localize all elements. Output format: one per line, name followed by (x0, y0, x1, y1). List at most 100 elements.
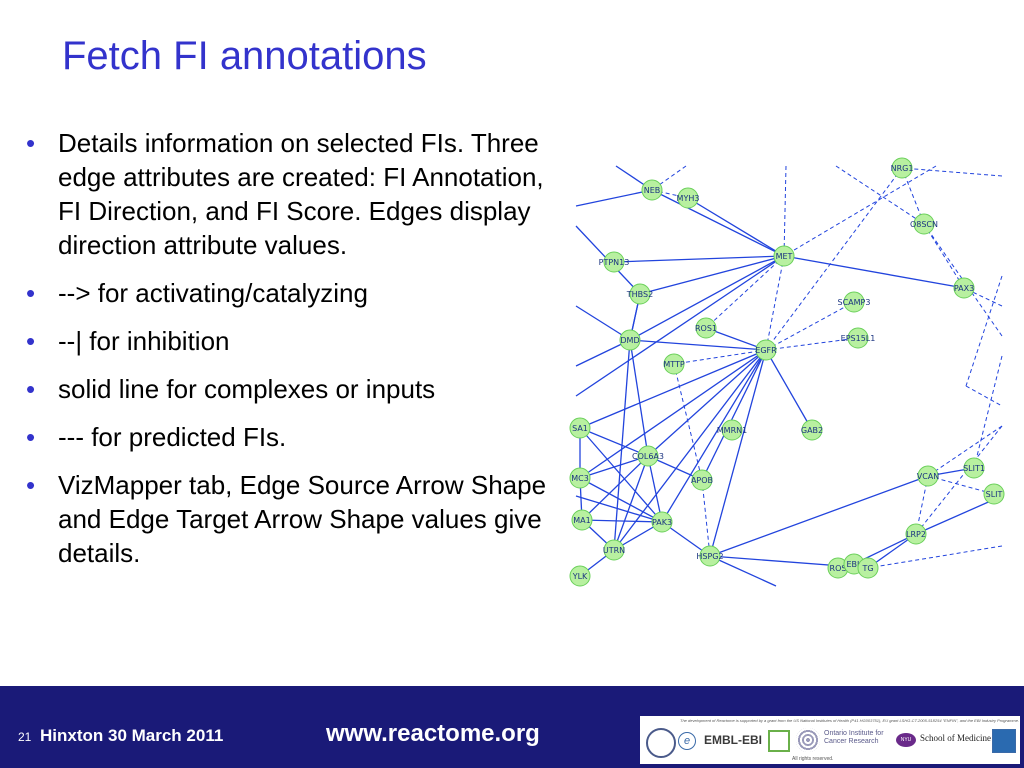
network-edge (579, 427, 663, 523)
footer-bar: 21 Hinxton 30 March 2011 www.reactome.or… (0, 686, 1024, 768)
network-edge (765, 301, 855, 351)
network-edge (765, 337, 859, 351)
embl-ebi-mark-icon (768, 730, 790, 752)
svg-text:SLIT: SLIT (986, 490, 1003, 499)
network-node-mmrn1: MMRN1 (717, 419, 747, 441)
svg-text:LRP2: LRP2 (906, 530, 926, 539)
sponsor-logo-strip: The development of Reactome is supported… (640, 716, 1020, 764)
network-node-ma1: MA1 (571, 509, 593, 531)
network-edge (651, 189, 785, 257)
network-node-myh3: MYH3 (677, 187, 700, 209)
network-node-slit: SLIT (983, 483, 1005, 505)
network-node-apob: APOB (691, 469, 713, 491)
network-edge (629, 339, 767, 351)
network-edge (765, 255, 785, 351)
nyu-school-of-medicine-logo: School of Medicine (920, 733, 991, 743)
network-node-nrg1: NRG1 (891, 157, 913, 179)
network-edge (705, 327, 767, 351)
enfin-logo-icon: e (678, 732, 696, 750)
svg-text:O8SCN: O8SCN (910, 220, 938, 229)
svg-text:PAK3: PAK3 (652, 518, 672, 527)
network-edge (709, 349, 767, 557)
network-node-slit1: SLIT1 (963, 457, 985, 479)
network-edge (765, 349, 813, 431)
network-edge (639, 255, 785, 295)
network-edge (973, 355, 1003, 469)
nih-logo-icon (646, 728, 676, 758)
svg-text:MA1: MA1 (573, 516, 590, 525)
oicr-logo: Ontario Institute for Cancer Research (824, 730, 884, 745)
network-edge (927, 425, 1003, 477)
network-edge (705, 255, 785, 329)
network-node-pax3: PAX3 (953, 277, 975, 299)
network-edge (701, 349, 767, 481)
svg-text:ROS: ROS (830, 564, 847, 573)
svg-text:EGFR: EGFR (755, 346, 777, 355)
svg-text:MET: MET (776, 252, 793, 261)
csh-logo-icon (992, 729, 1016, 753)
network-node-pak3: PAK3 (651, 511, 673, 533)
network-edge (687, 197, 785, 257)
svg-text:EBL: EBL (847, 560, 863, 569)
svg-text:PAX3: PAX3 (954, 284, 974, 293)
network-node-gab2: GAB2 (801, 419, 823, 441)
network-edge (575, 305, 631, 341)
network-edge (579, 349, 767, 429)
network-edge (673, 363, 703, 481)
network-node-hspg2: HSPG2 (696, 545, 724, 567)
svg-text:UTRN: UTRN (603, 546, 625, 555)
network-node-sa1: SA1 (569, 417, 591, 439)
network-edge (579, 427, 649, 457)
network-edge (709, 475, 929, 557)
oicr-mark-icon (796, 728, 820, 752)
svg-text:MTTP: MTTP (663, 360, 685, 369)
network-edge (923, 223, 965, 289)
network-edge (661, 349, 767, 523)
bullet-item: Details information on selected FIs. Thr… (22, 126, 567, 262)
network-edge (867, 545, 1003, 569)
network-edge (575, 495, 663, 523)
network-edge (613, 339, 631, 551)
slide-title: Fetch FI annotations (62, 34, 427, 78)
network-node-ptpn13: PTPN13 (599, 251, 629, 273)
network-node-ylk: YLK (569, 565, 591, 587)
network-edge (613, 349, 767, 551)
network-edge (647, 455, 663, 523)
footer-event-text: Hinxton 30 March 2011 (40, 726, 224, 745)
svg-text:NEB: NEB (644, 186, 661, 195)
svg-text:MMRN1: MMRN1 (717, 426, 747, 435)
network-edge (613, 455, 649, 551)
network-node-mttp: MTTP (663, 353, 685, 375)
network-edge (765, 167, 903, 351)
network-edge (835, 165, 925, 225)
funding-note: The development of Reactome is supported… (680, 718, 1020, 723)
network-edge (647, 349, 767, 457)
footer-url-link[interactable]: www.reactome.org (326, 720, 540, 747)
network-edge (629, 339, 649, 457)
network-edge (927, 475, 995, 495)
network-edge (579, 349, 767, 479)
svg-text:MC3: MC3 (571, 474, 589, 483)
network-node-mc3: MC3 (569, 467, 591, 489)
network-edge (581, 519, 663, 523)
svg-text:THBS2: THBS2 (626, 290, 653, 299)
network-edge (629, 255, 785, 341)
svg-text:SCAMP3: SCAMP3 (838, 298, 871, 307)
svg-text:MYH3: MYH3 (677, 194, 700, 203)
network-node-utrn: UTRN (603, 539, 625, 561)
network-node-eps15l1: EPS15L1 (841, 327, 875, 349)
svg-text:COL6A3: COL6A3 (632, 452, 664, 461)
network-edge (965, 385, 1003, 407)
svg-text:DMD: DMD (620, 336, 639, 345)
network-edge (575, 255, 785, 397)
network-node-tg: TG (857, 557, 879, 579)
network-node-dmd: DMD (619, 329, 641, 351)
svg-text:TG: TG (861, 564, 873, 573)
svg-text:GAB2: GAB2 (801, 426, 823, 435)
network-edge (673, 349, 767, 365)
network-node-neb: NEB (641, 179, 663, 201)
network-node-met: MET (773, 245, 795, 267)
network-edge (575, 189, 653, 207)
network-node-col6a3: COL6A3 (632, 445, 664, 467)
